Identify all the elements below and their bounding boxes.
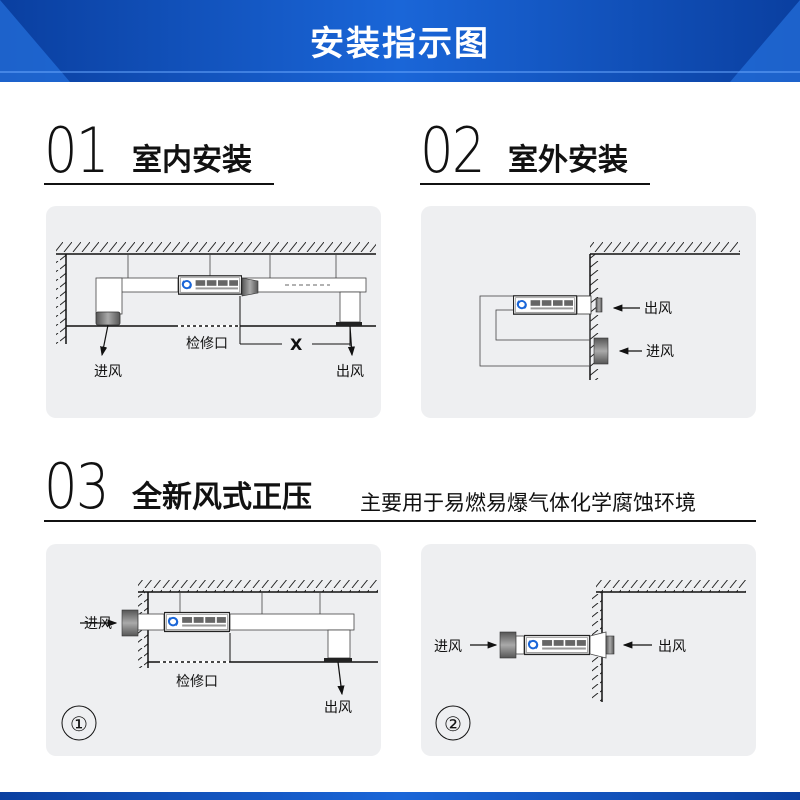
section-02-number: 02 [420, 114, 485, 187]
section-01-number: 01 [44, 114, 109, 187]
banner-decoration [0, 0, 800, 82]
footer-bar [0, 792, 800, 800]
section-03-underline [44, 520, 756, 522]
diagram-positive-1 [80, 580, 378, 696]
positive-2-number: ② [444, 712, 462, 736]
positive-unit-1-icon [164, 611, 230, 633]
outdoor-in-label: 进风 [646, 344, 674, 360]
diagram-indoor [56, 242, 376, 357]
header-banner: 安装指示图 [0, 0, 800, 82]
section-01-title: 室内安装 [132, 143, 252, 178]
diagram-outdoor [479, 242, 740, 380]
indoor-access-label: 检修口 [186, 336, 228, 352]
positive-unit-2-icon [524, 634, 590, 656]
indoor-in-label: 进风 [94, 364, 122, 380]
section-02-underline [420, 183, 650, 185]
positive-1-out-label: 出风 [324, 700, 352, 716]
section-03-number: 03 [44, 450, 109, 523]
indoor-x-label: X [290, 335, 303, 354]
positive-1-number-circle [61, 705, 97, 741]
section-03-title: 全新风式正压 [132, 480, 312, 515]
indoor-out-label: 出风 [336, 364, 364, 380]
diagram-panel-positive-1 [46, 544, 381, 756]
section-01-underline [44, 183, 274, 185]
positive-1-in-label: 进风 [84, 616, 112, 632]
positive-1-access-label: 检修口 [176, 674, 218, 690]
section-02-title: 室外安装 [508, 143, 628, 178]
positive-2-number-circle [435, 705, 471, 741]
positive-2-out-label: 出风 [658, 639, 686, 655]
fresh-air-unit-icon [178, 274, 242, 296]
outdoor-unit-icon [513, 294, 577, 316]
page-title: 安装指示图 [310, 24, 490, 64]
diagram-positive-2 [470, 580, 746, 702]
outdoor-out-label: 出风 [644, 301, 672, 317]
positive-2-in-label: 进风 [434, 639, 462, 655]
section-03-subtitle: 主要用于易燃易爆气体化学腐蚀环境 [360, 491, 696, 515]
positive-1-number: ① [70, 712, 88, 736]
